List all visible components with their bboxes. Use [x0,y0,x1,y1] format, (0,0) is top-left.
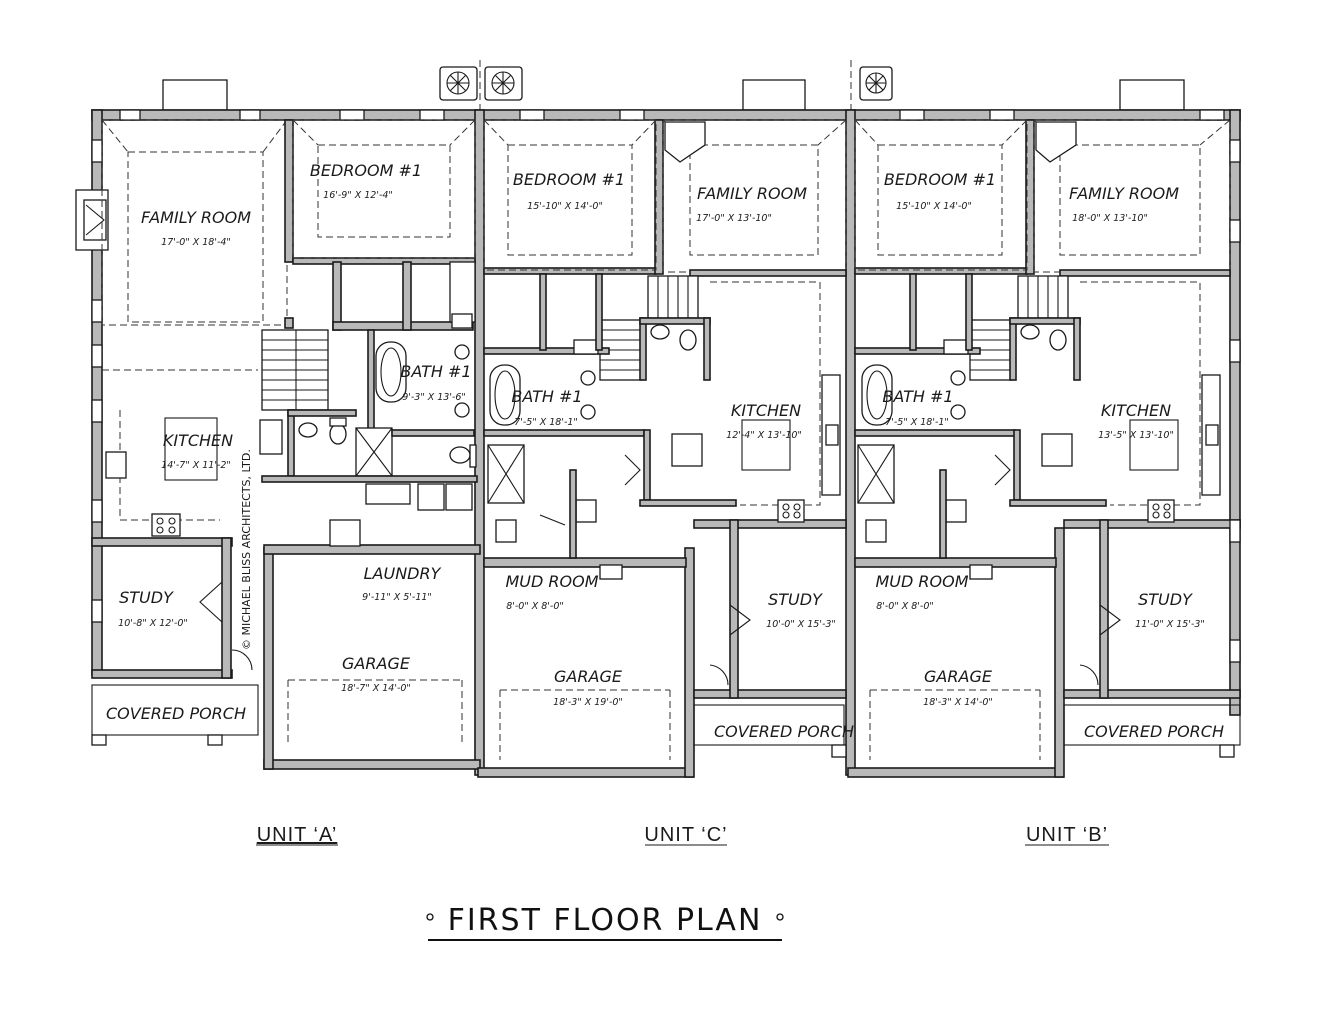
unit-c-family-room-dim: 17'-0" X 13'-10" [696,213,772,224]
unit-b-family-room-label: FAMILY ROOM [1069,184,1179,203]
unit-a-study-dim: 10'-8" X 12'-0" [118,618,188,629]
unit-c-bath-label: BATH #1 [511,387,582,406]
unit-b-garage-label: GARAGE [924,667,993,686]
unit-c-study-label: STUDY [768,590,823,609]
unit-b-mud-room-dim: 8'-0" X 8'-0" [876,601,934,612]
unit-b-labels: BEDROOM #1 15'-10" X 14'-0" FAMILY ROOM … [875,170,1224,741]
unit-c-kitchen-label: KITCHEN [731,401,801,420]
unit-c-bedroom-dim: 15'-10" X 14'-0" [527,201,603,212]
unit-c-mud-room-dim: 8'-0" X 8'-0" [506,601,564,612]
unit-a-porch-label: COVERED PORCH [106,704,246,723]
unit-b-garage-dim: 18'-3" X 14'-0" [923,697,993,708]
unit-c-garage-label: GARAGE [554,667,623,686]
unit-a-bedroom-label: BEDROOM #1 [310,161,422,180]
unit-a-bedroom-dim: 16'-9" X 12'-4" [323,190,393,201]
copyright-notice: © MICHAEL BLISS ARCHITECTS, LTD. [240,449,253,650]
unit-a-family-room-label: FAMILY ROOM [141,208,251,227]
unit-c-study-dim: 10'-0" X 15'-3" [766,619,836,630]
unit-c-bath-dim: 7'-5" X 18'-1" [514,417,578,428]
roof-features [162,60,1185,111]
unit-a-bath-dim: 9'-3" X 13'-6" [402,392,466,403]
plan-title: FIRST FLOOR PLAN [426,903,784,941]
unit-a-study-label: STUDY [119,588,174,607]
unit-a-heading: UNIT ‘A’ [257,824,338,846]
exterior-walls [91,109,1241,778]
unit-b-family-room-dim: 18'-0" X 13'-10" [1072,213,1148,224]
unit-c-mud-room-label: MUD ROOM [505,572,598,591]
unit-c-porch-label: COVERED PORCH [714,722,854,741]
unit-b-kitchen-dim: 13'-5" X 13'-10" [1098,430,1174,441]
unit-b-mud-room-label: MUD ROOM [875,572,968,591]
unit-c-kitchen-dim: 12'-4" X 13'-10" [726,430,802,441]
plan-title-text: FIRST FLOOR PLAN [448,903,763,938]
unit-a-bath-label: BATH #1 [400,362,471,381]
unit-labels: UNIT ‘A’ UNIT ‘C’ UNIT ‘B’ [256,824,1109,846]
unit-a-family-room-dim: 17'-0" X 18'-4" [161,237,231,248]
unit-b-interior [854,119,1241,760]
unit-c-garage-dim: 18'-3" X 19'-0" [553,697,623,708]
unit-a-garage-label: GARAGE [342,654,411,673]
unit-b-bedroom-label: BEDROOM #1 [884,170,996,189]
fireplace-unit-a [75,189,109,251]
unit-c-labels: BEDROOM #1 15'-10" X 14'-0" FAMILY ROOM … [505,170,854,741]
unit-c-family-room-label: FAMILY ROOM [697,184,807,203]
unit-b-bedroom-dim: 15'-10" X 14'-0" [896,201,972,212]
unit-b-bath-dim: 7'-5" X 18'-1" [885,417,949,428]
unit-a-kitchen-dim: 14'-7" X 11'-2" [161,460,231,471]
unit-a-garage-dim: 18'-7" X 14'-0" [341,683,411,694]
unit-a-interior [91,119,478,746]
unit-b-bath-label: BATH #1 [882,387,953,406]
unit-b-porch-label: COVERED PORCH [1084,722,1224,741]
unit-a-laundry-label: LAUNDRY [364,564,442,583]
unit-b-kitchen-label: KITCHEN [1101,401,1171,420]
unit-c-interior [483,119,847,760]
unit-c-bedroom-label: BEDROOM #1 [513,170,625,189]
unit-b-study-dim: 11'-0" X 15'-3" [1135,619,1205,630]
unit-b-study-label: STUDY [1138,590,1193,609]
unit-a-laundry-dim: 9'-11" X 5'-11" [362,592,432,603]
unit-a-kitchen-label: KITCHEN [163,431,233,450]
unit-a-labels: FAMILY ROOM 17'-0" X 18'-4" BEDROOM #1 1… [106,161,472,723]
unit-c-heading: UNIT ‘C’ [644,824,727,846]
unit-b-heading: UNIT ‘B’ [1026,824,1108,846]
